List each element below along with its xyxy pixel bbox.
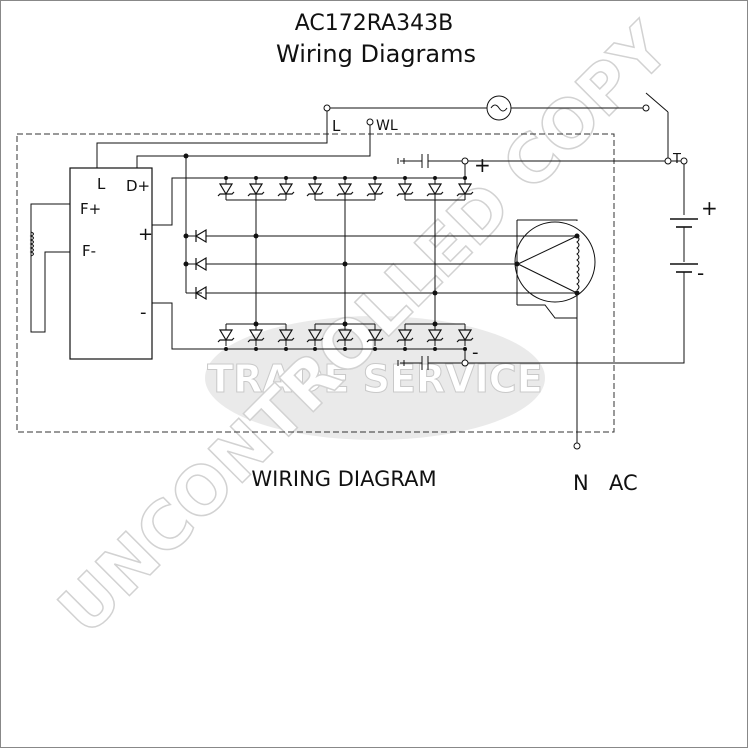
ac-source-icon (486, 95, 512, 121)
terminal-wl-label: WL (376, 118, 398, 134)
battery-plus-label: + (701, 196, 718, 220)
trade-service-stamp (205, 316, 545, 440)
regulator-box (69, 167, 153, 360)
wiring (96, 92, 698, 446)
diagram-subtitle: Wiring Diagrams (276, 40, 476, 68)
ac-label: AC (609, 471, 638, 495)
wiring-diagram-caption: WIRING DIAGRAM (251, 467, 436, 491)
uncontrolled-copy-watermark: UNCONTROLLED COPY (44, 8, 685, 649)
regulator-l-label: L (97, 175, 106, 193)
alternator-housing (16, 133, 615, 433)
terminal-l-label: L (332, 117, 341, 135)
output-minus-label: - (472, 342, 479, 363)
junction-dots (183, 153, 580, 351)
stator-winding (514, 221, 596, 303)
output-plus-label: + (474, 153, 491, 177)
switch-t-label: T (672, 152, 681, 167)
regulator-plus-label: + (138, 224, 153, 245)
watermark: TRADE SERVICE UNCONTROLLED COPY (43, 7, 685, 649)
exciter-diodes (195, 229, 207, 300)
field-winding (29, 203, 70, 333)
neutral-label: N (573, 471, 589, 495)
battery-minus-label: - (697, 261, 704, 285)
open-terminals (323, 104, 688, 450)
regulator-minus-label: - (140, 302, 147, 323)
top-diode-row (217, 177, 474, 201)
regulator-fminus-label: F- (82, 242, 96, 260)
regulator-dplus-label: D+ (126, 177, 150, 195)
model-number: AC172RA343B (295, 11, 454, 36)
trade-service-text: TRADE SERVICE (207, 357, 542, 401)
regulator-fplus-label: F+ (80, 200, 101, 218)
